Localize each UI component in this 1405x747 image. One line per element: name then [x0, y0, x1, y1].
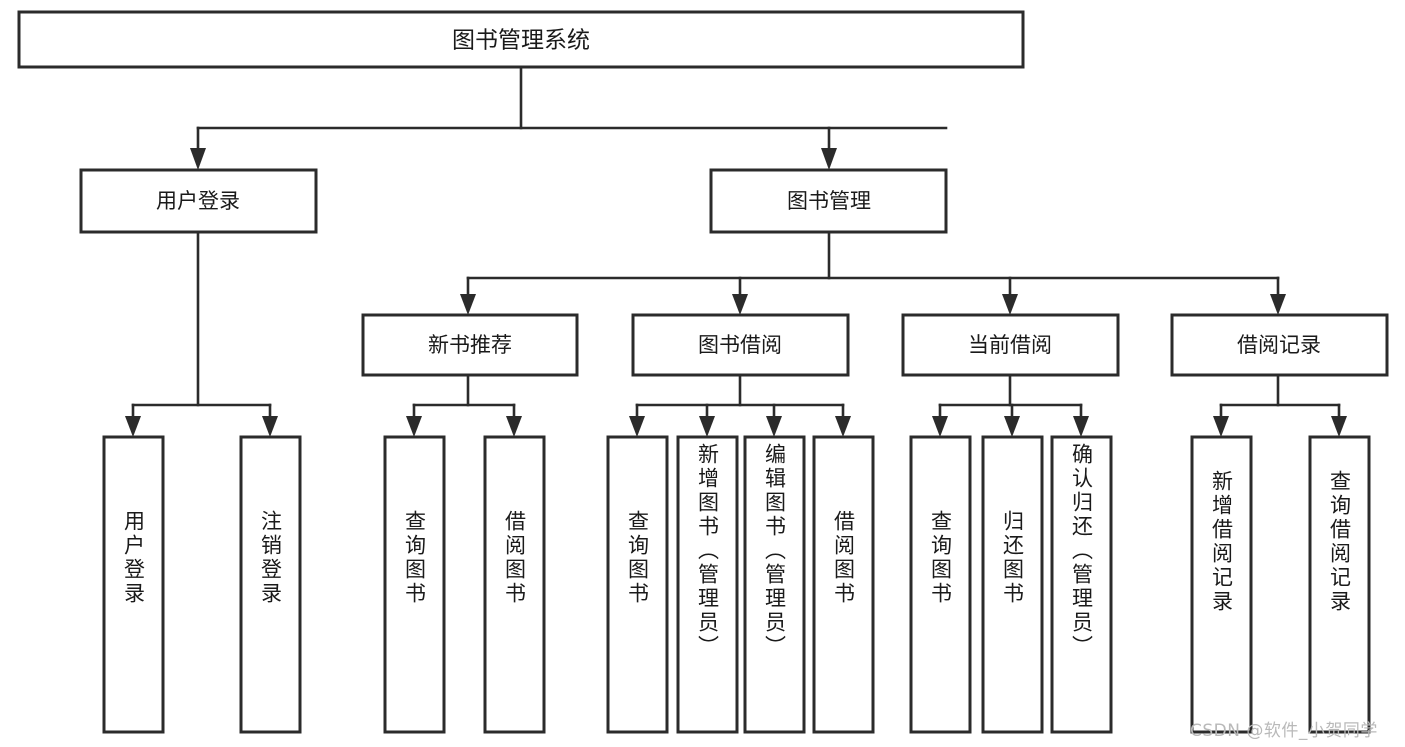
arrow-leaf-query-record [1331, 416, 1347, 437]
leaf-box-query-book-1[interactable] [383, 435, 446, 734]
leaf-box-borrow-book-1[interactable] [483, 435, 546, 734]
arrow-leaf-confirm-return [1073, 416, 1089, 437]
arrow-leaf-query-book-3 [932, 416, 948, 437]
node-current-borrow[interactable]: 当前借阅 [901, 313, 1120, 377]
node-current-borrow-box[interactable] [901, 313, 1120, 377]
arrow-to-book-admin [821, 148, 837, 170]
csdn-watermark: CSDN @软件_小贺同学 [1190, 721, 1378, 741]
leaf-box-query-book-2[interactable] [606, 435, 669, 734]
node-user-login-label: 用户登录 [156, 189, 240, 213]
node-borrow-record-box[interactable] [1170, 313, 1389, 377]
arrow-leaf-user-login [125, 416, 141, 437]
node-book-admin-box[interactable] [709, 168, 948, 234]
node-user-login-box[interactable] [79, 168, 318, 234]
node-user-login[interactable]: 用户登录 [79, 168, 318, 234]
leaf-box-add-record[interactable] [1190, 435, 1253, 734]
connectors-level2-level3 [460, 230, 1286, 315]
leaf-box-query-record[interactable] [1308, 435, 1371, 734]
connectors-book-borrow-leaves [629, 373, 851, 437]
arrow-leaf-add-record [1213, 416, 1229, 437]
arrow-leaf-return-book [1004, 416, 1020, 437]
leaf-box-confirm-return[interactable] [1050, 435, 1113, 734]
node-book-borrow-box[interactable] [631, 313, 850, 377]
leaf-box-query-book-3[interactable] [909, 435, 972, 734]
node-new-book-recommend-label: 新书推荐 [428, 333, 512, 357]
connectors-root-level2 [190, 65, 948, 170]
leaf-box-logout[interactable] [239, 435, 302, 734]
arrow-to-borrow-record [1270, 294, 1286, 315]
node-new-book-recommend[interactable]: 新书推荐 [361, 313, 579, 377]
arrow-to-user-login [190, 148, 206, 170]
arrow-to-book-borrow [732, 294, 748, 315]
node-borrow-record[interactable]: 借阅记录 [1170, 313, 1389, 377]
node-book-admin[interactable]: 图书管理 [709, 168, 948, 234]
arrow-leaf-borrow-book-2 [835, 416, 851, 437]
connectors-user-login-leaves [125, 230, 278, 437]
arrow-to-new-book [460, 294, 476, 315]
node-root-label: 图书管理系统 [452, 28, 590, 54]
node-new-book-recommend-box[interactable] [361, 313, 579, 377]
arrow-leaf-query-book-2 [629, 416, 645, 437]
connectors-current-borrow-leaves [932, 373, 1089, 437]
node-book-borrow[interactable]: 图书借阅 [631, 313, 850, 377]
leaf-box-edit-book[interactable] [743, 435, 806, 734]
arrow-leaf-borrow-book-1 [506, 416, 522, 437]
leaf-boxes [102, 435, 1371, 734]
leaf-box-borrow-book-2[interactable] [812, 435, 875, 734]
leaf-box-add-book[interactable] [676, 435, 739, 734]
arrow-leaf-logout [262, 416, 278, 437]
connectors-new-book-leaves [406, 373, 522, 437]
node-current-borrow-label: 当前借阅 [968, 333, 1052, 357]
node-root-box[interactable] [17, 10, 1025, 69]
arrow-leaf-query-book-1 [406, 416, 422, 437]
arrow-leaf-add-book [699, 416, 715, 437]
node-root[interactable]: 图书管理系统 [17, 10, 1025, 69]
node-book-borrow-label: 图书借阅 [698, 333, 782, 357]
leaf-box-return-book[interactable] [981, 435, 1044, 734]
arrow-leaf-edit-book [766, 416, 782, 437]
arrow-to-current-borrow [1002, 294, 1018, 315]
node-borrow-record-label: 借阅记录 [1237, 333, 1321, 357]
leaf-box-user-login[interactable] [102, 435, 165, 734]
node-book-admin-label: 图书管理 [787, 189, 871, 213]
connectors-borrow-record-leaves [1213, 373, 1347, 437]
